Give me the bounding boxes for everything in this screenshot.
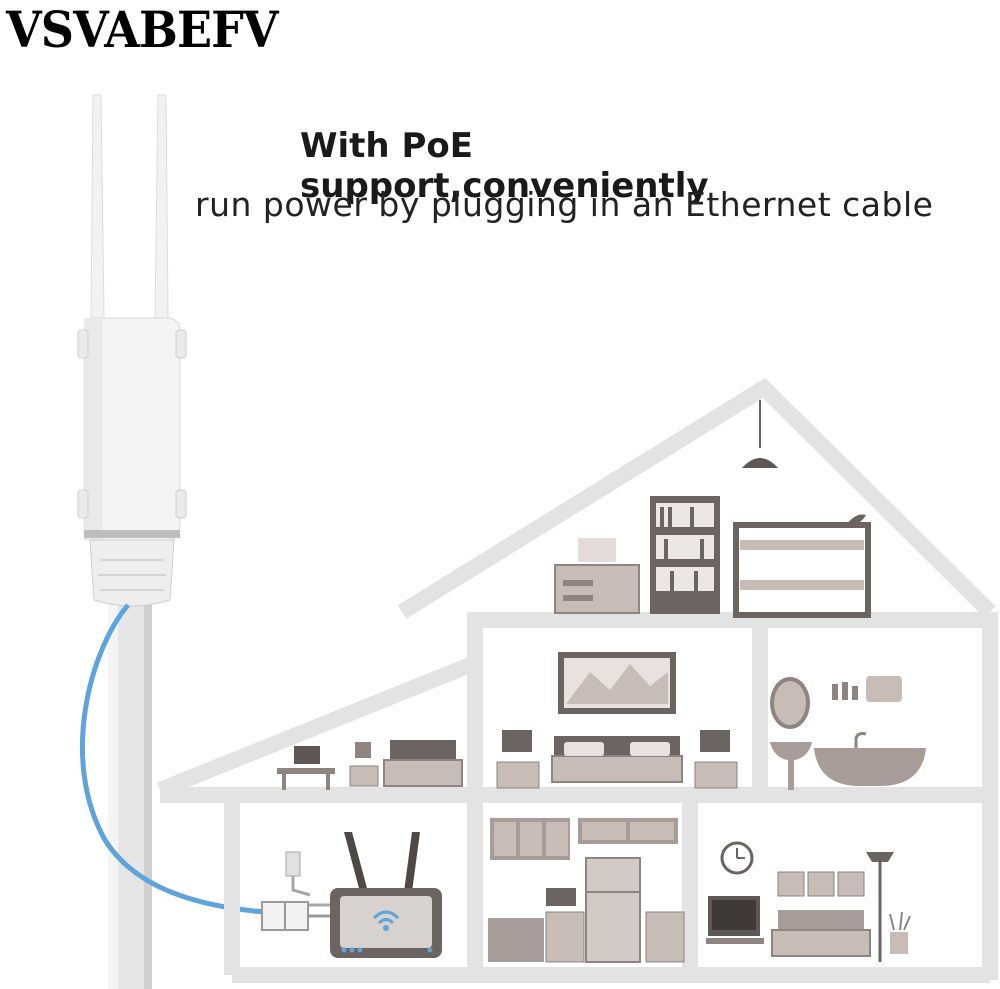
bunk-bed: [733, 522, 871, 618]
middle-floor: [277, 652, 926, 790]
router-antenna-left: [344, 832, 368, 892]
router-antenna-right: [404, 832, 420, 892]
bed-middle: [551, 755, 683, 783]
brand-logo: VSVABEFV: [6, 0, 279, 59]
sink: [770, 742, 812, 790]
desk: [554, 564, 640, 614]
house-outline: [157, 377, 998, 983]
ap-base: [89, 539, 175, 607]
poe-injector: [261, 901, 309, 931]
mounting-pole: [108, 600, 152, 989]
bathroom-mirror: [770, 677, 810, 729]
ceiling-lamp: [742, 458, 778, 468]
bathtub: [814, 748, 926, 786]
antenna-right: [154, 94, 169, 319]
antenna-left: [90, 94, 105, 319]
headline-subtitle: run power by plugging in an Ethernet cab…: [195, 185, 934, 224]
outdoor-access-point: [77, 94, 187, 607]
attic-room: [554, 400, 871, 618]
wifi-router: [330, 832, 442, 958]
sofa: [771, 929, 871, 957]
ethernet-cable: [79, 603, 266, 915]
bed-left: [383, 759, 463, 787]
fridge: [585, 857, 641, 963]
kitchen-cabinet: [488, 918, 544, 962]
ground-floor: [285, 818, 911, 963]
headline-title: With PoE support,conveniently: [300, 126, 709, 206]
